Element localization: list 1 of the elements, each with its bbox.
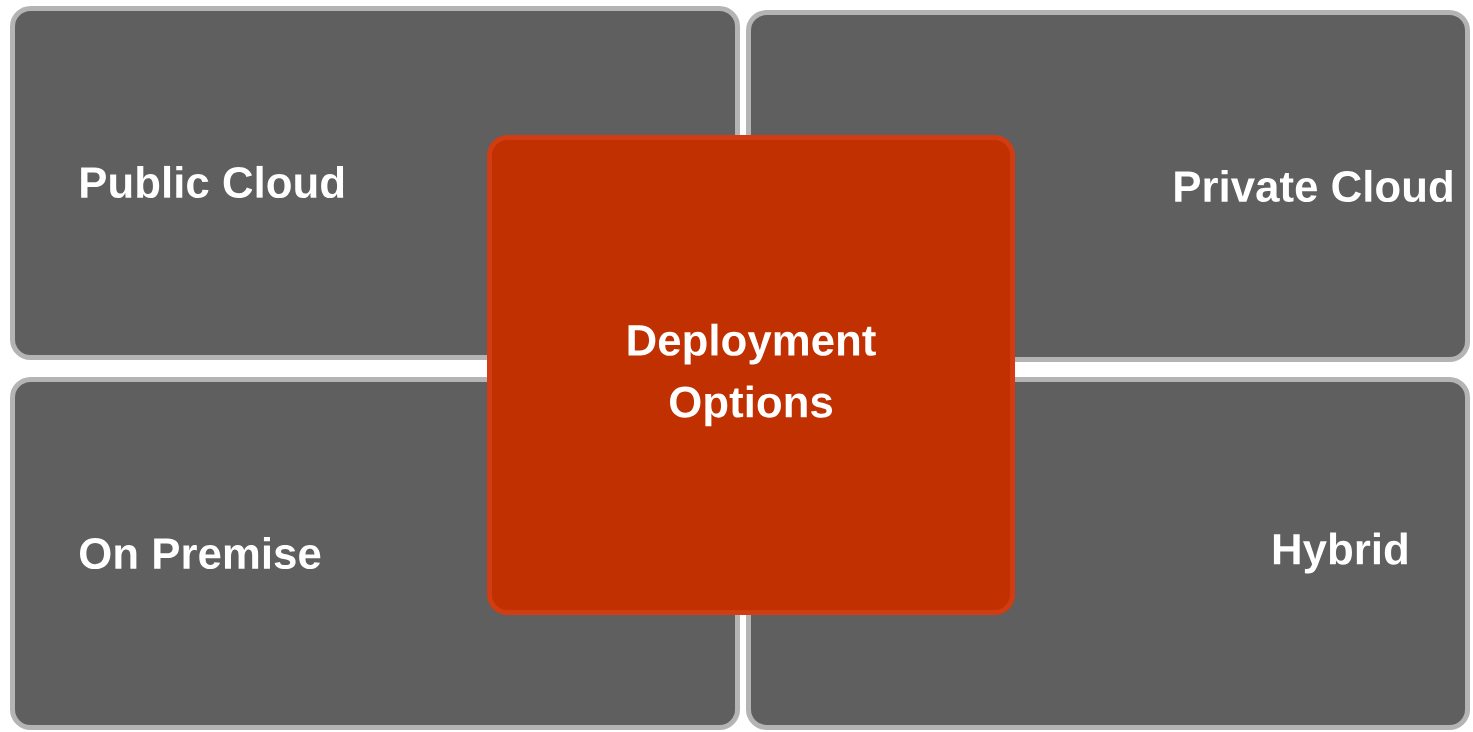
center-box: Deployment Options [487,135,1015,615]
